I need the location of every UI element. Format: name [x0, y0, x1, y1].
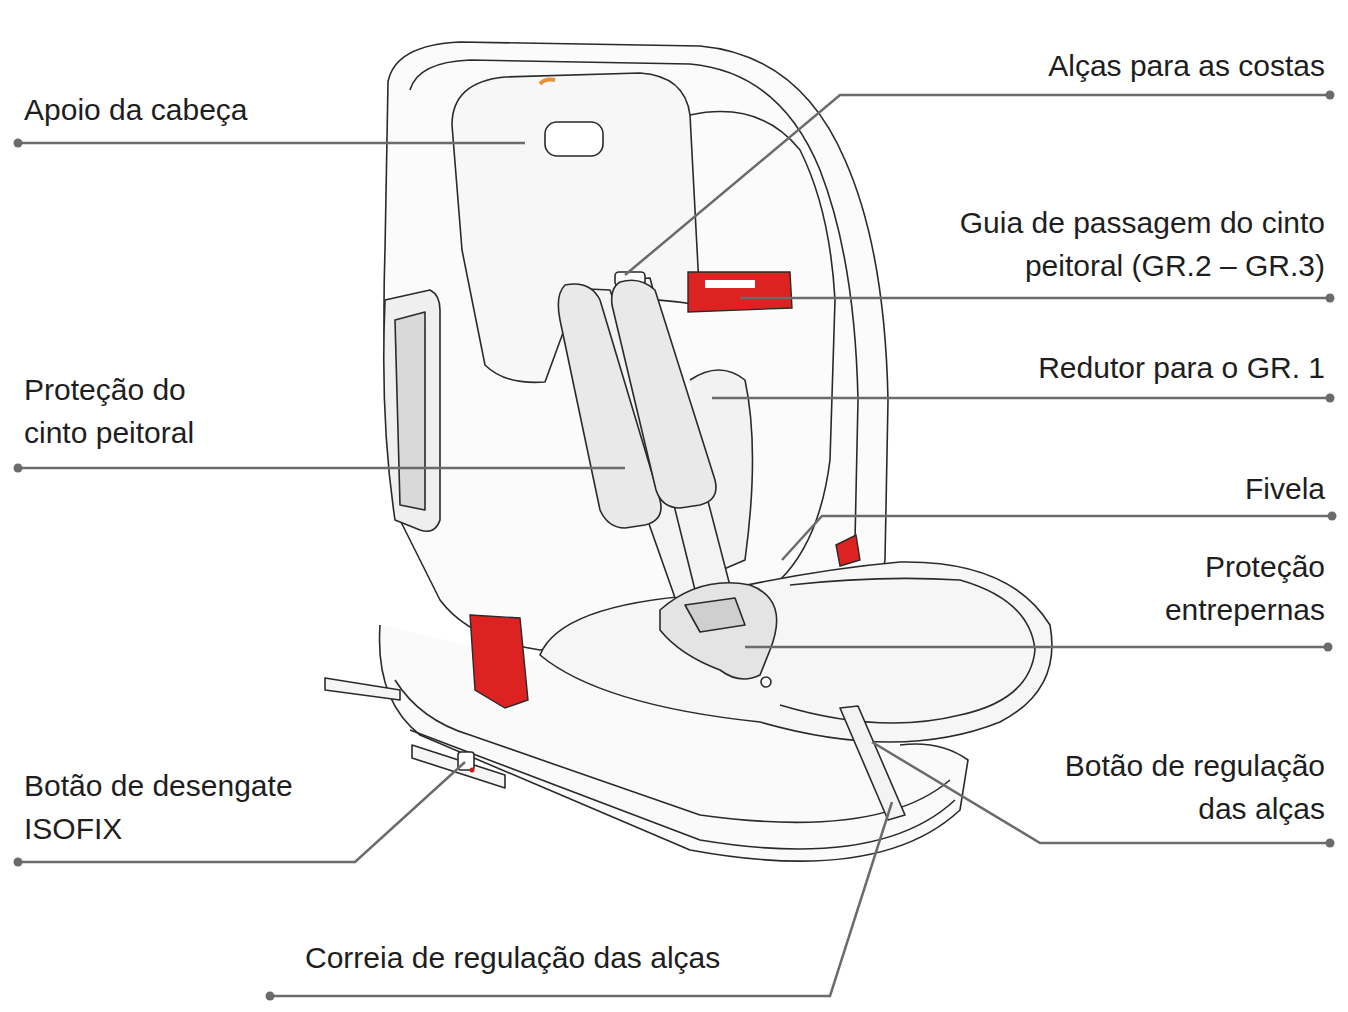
part-label: Botão de regulação das alças	[1020, 744, 1325, 830]
part-label: Guia de passagem do cinto peitoral (GR.2…	[905, 201, 1325, 287]
part-label: Fivela	[1025, 467, 1325, 510]
part-label: Botão de desengate ISOFIX	[24, 764, 344, 850]
leader-lines	[18, 95, 1332, 996]
part-label: Alças para as costas	[905, 44, 1325, 87]
red-belt-guides	[470, 272, 860, 708]
part-label: Redutor para o GR. 1	[905, 346, 1325, 389]
part-label: Correia de regulação das alças	[305, 936, 865, 979]
leader-dots	[14, 91, 1337, 1001]
guide-slot	[705, 280, 755, 288]
part-label: Apoio da cabeça	[24, 88, 424, 131]
seat-drawing	[325, 42, 1052, 861]
part-label: Proteção entrepernas	[1120, 545, 1325, 631]
part-label: Proteção do cinto peitoral	[24, 368, 249, 454]
